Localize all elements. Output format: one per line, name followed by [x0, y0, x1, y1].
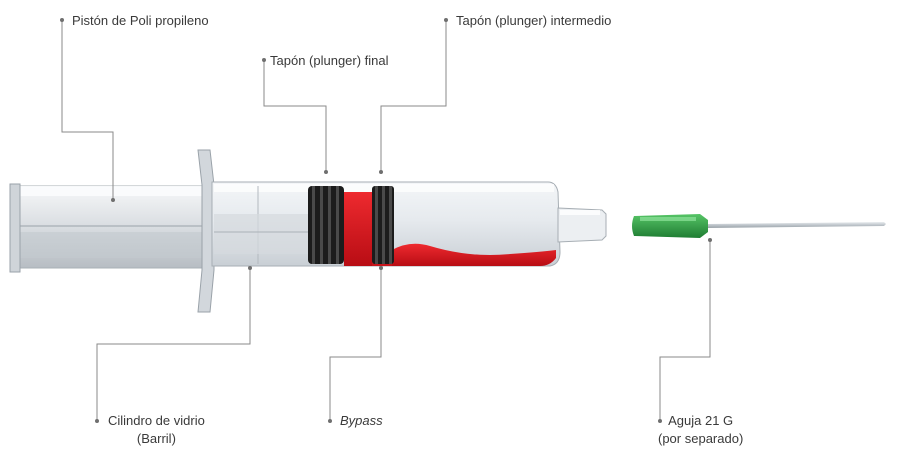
- leader-dots: [60, 18, 712, 423]
- leader-tapon-intermedio: [380, 20, 447, 172]
- leader-lines: [61, 20, 711, 420]
- plunger-rod: [9, 183, 207, 273]
- label-cilindro: Cilindro de vidrio (Barril): [108, 412, 205, 447]
- label-tapon-final: Tapón (plunger) final: [270, 52, 389, 70]
- label-cilindro-line2: (Barril): [136, 430, 176, 446]
- needle-assembly: [632, 214, 886, 238]
- leader-piston: [61, 20, 114, 200]
- label-tapon-intermedio-text: Tapón (plunger) intermedio: [456, 13, 612, 28]
- label-tapon-intermedio: Tapón (plunger) intermedio: [456, 12, 611, 30]
- finger-flange: [197, 149, 215, 313]
- label-aguja-line1: Aguja 21 G: [668, 413, 734, 428]
- leader-bypass: [329, 268, 382, 420]
- leader-aguja: [659, 240, 711, 420]
- leader-cilindro: [96, 268, 251, 420]
- leader-tapon-final: [263, 60, 327, 172]
- label-tapon-final-text: Tapón (plunger) final: [270, 53, 389, 68]
- label-piston: Pistón de Poli propileno: [72, 12, 209, 30]
- label-bypass-text: Bypass: [340, 413, 383, 428]
- label-aguja: Aguja 21 G (por separado): [658, 412, 743, 447]
- label-bypass: Bypass: [340, 412, 383, 430]
- label-aguja-line2: (por separado): [658, 430, 744, 446]
- label-cilindro-line1: Cilindro de vidrio: [108, 413, 205, 428]
- syringe-tip: [557, 207, 607, 243]
- final-stopper: [308, 186, 344, 264]
- label-piston-text: Pistón de Poli propileno: [72, 13, 209, 28]
- intermediate-stopper: [372, 186, 394, 264]
